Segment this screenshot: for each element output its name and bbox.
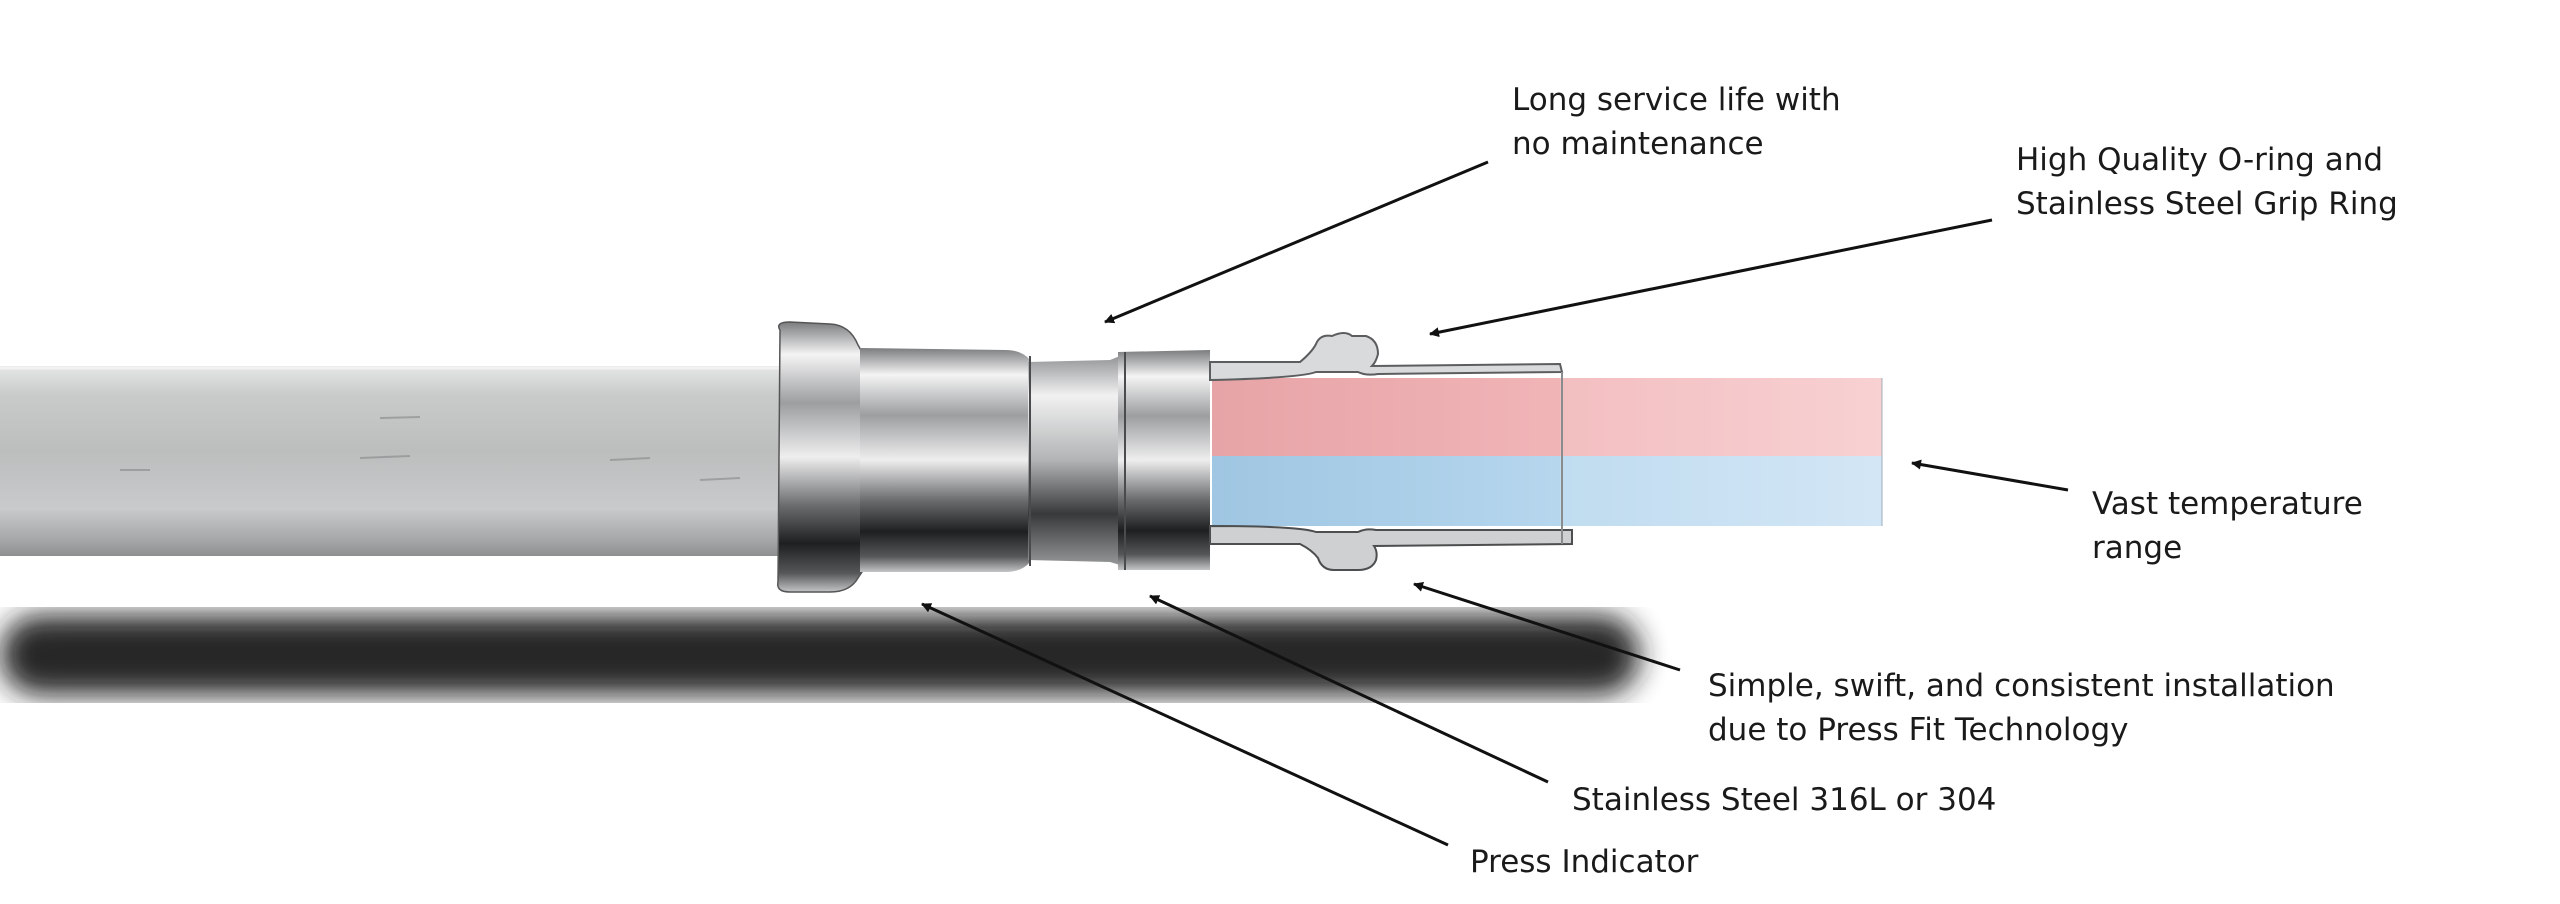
arrow-steel-grade bbox=[1149, 594, 1549, 784]
arrow-installation bbox=[1413, 582, 1681, 672]
callout-steel-grade: Stainless Steel 316L or 304 bbox=[1572, 778, 1996, 822]
callout-temperature: Vast temperature range bbox=[2092, 482, 2363, 570]
pipe-shadow bbox=[0, 615, 1640, 695]
callout-temperature-line2: range bbox=[2092, 530, 2183, 566]
callout-press-indicator: Press Indicator bbox=[1470, 840, 1698, 884]
callout-temperature-line1: Vast temperature bbox=[2092, 486, 2363, 522]
arrow-oring bbox=[1429, 218, 1993, 338]
callout-arrows bbox=[921, 160, 2069, 847]
steel-pipe bbox=[0, 366, 800, 556]
callout-oring: High Quality O-ring and Stainless Steel … bbox=[2016, 138, 2398, 226]
callout-installation-line2: due to Press Fit Technology bbox=[1708, 712, 2129, 748]
callout-service-life: Long service life with no maintenance bbox=[1512, 78, 1841, 166]
hot-water-zone bbox=[1212, 378, 1882, 456]
callout-installation: Simple, swift, and consistent installati… bbox=[1708, 664, 2335, 752]
callout-oring-line2: Stainless Steel Grip Ring bbox=[2016, 186, 2398, 222]
cutaway-section bbox=[1209, 332, 1883, 571]
callout-oring-line1: High Quality O-ring and bbox=[2016, 142, 2384, 178]
arrow-press-indicator bbox=[921, 602, 1449, 847]
callout-service-life-line2: no maintenance bbox=[1512, 126, 1764, 162]
callout-press-indicator-line1: Press Indicator bbox=[1470, 844, 1699, 880]
arrow-temperature bbox=[1911, 459, 2069, 492]
arrow-service-life bbox=[1104, 160, 1489, 324]
press-fitting bbox=[777, 321, 1210, 593]
callout-installation-line1: Simple, swift, and consistent installati… bbox=[1708, 668, 2335, 704]
callout-steel-grade-line1: Stainless Steel 316L or 304 bbox=[1572, 782, 1997, 818]
callout-service-life-line1: Long service life with bbox=[1512, 82, 1841, 118]
cold-water-zone bbox=[1212, 456, 1882, 526]
